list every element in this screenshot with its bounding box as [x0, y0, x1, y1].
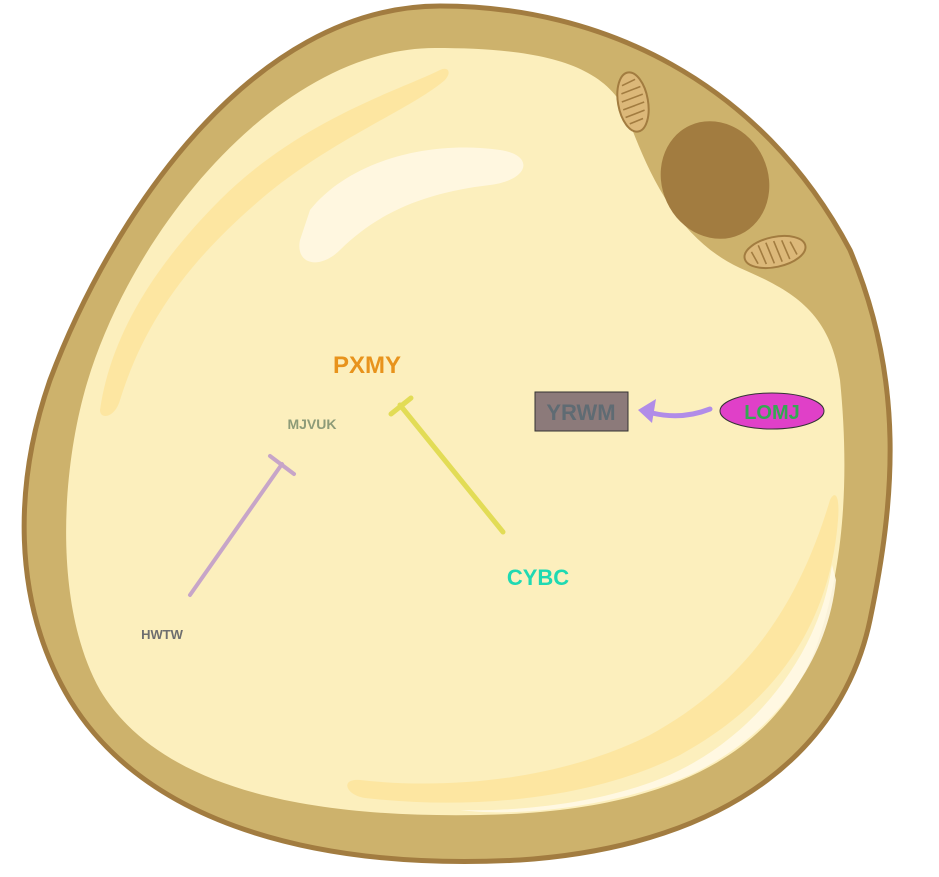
cytoplasm-highlight — [347, 495, 839, 803]
node-cybc: CYBC — [507, 565, 569, 590]
cytoplasm-shine — [299, 147, 524, 263]
edge-lomj-activates-yrwm — [638, 399, 713, 423]
node-hwtw: HWTW — [141, 627, 184, 642]
node-yrwm-box — [534, 391, 629, 432]
node-lomj-ellipse — [719, 392, 825, 430]
mitochondrion — [743, 234, 807, 270]
edge-hwtw-inhibits-mjvuk — [188, 454, 296, 597]
node-mjvuk: MJVUK — [287, 416, 336, 432]
node-lomj: LOMJ — [719, 392, 825, 430]
node-lomj-label: LOMJ — [744, 402, 800, 424]
cytoplasm — [66, 48, 845, 816]
node-yrwm-label: YRWM — [546, 400, 615, 425]
mitochondrion — [616, 71, 650, 133]
node-yrwm: YRWM — [534, 391, 629, 432]
nucleus — [660, 121, 770, 239]
edge-cybc-inhibits-pxmy — [388, 395, 506, 535]
node-pxmy: PXMY — [333, 352, 401, 379]
